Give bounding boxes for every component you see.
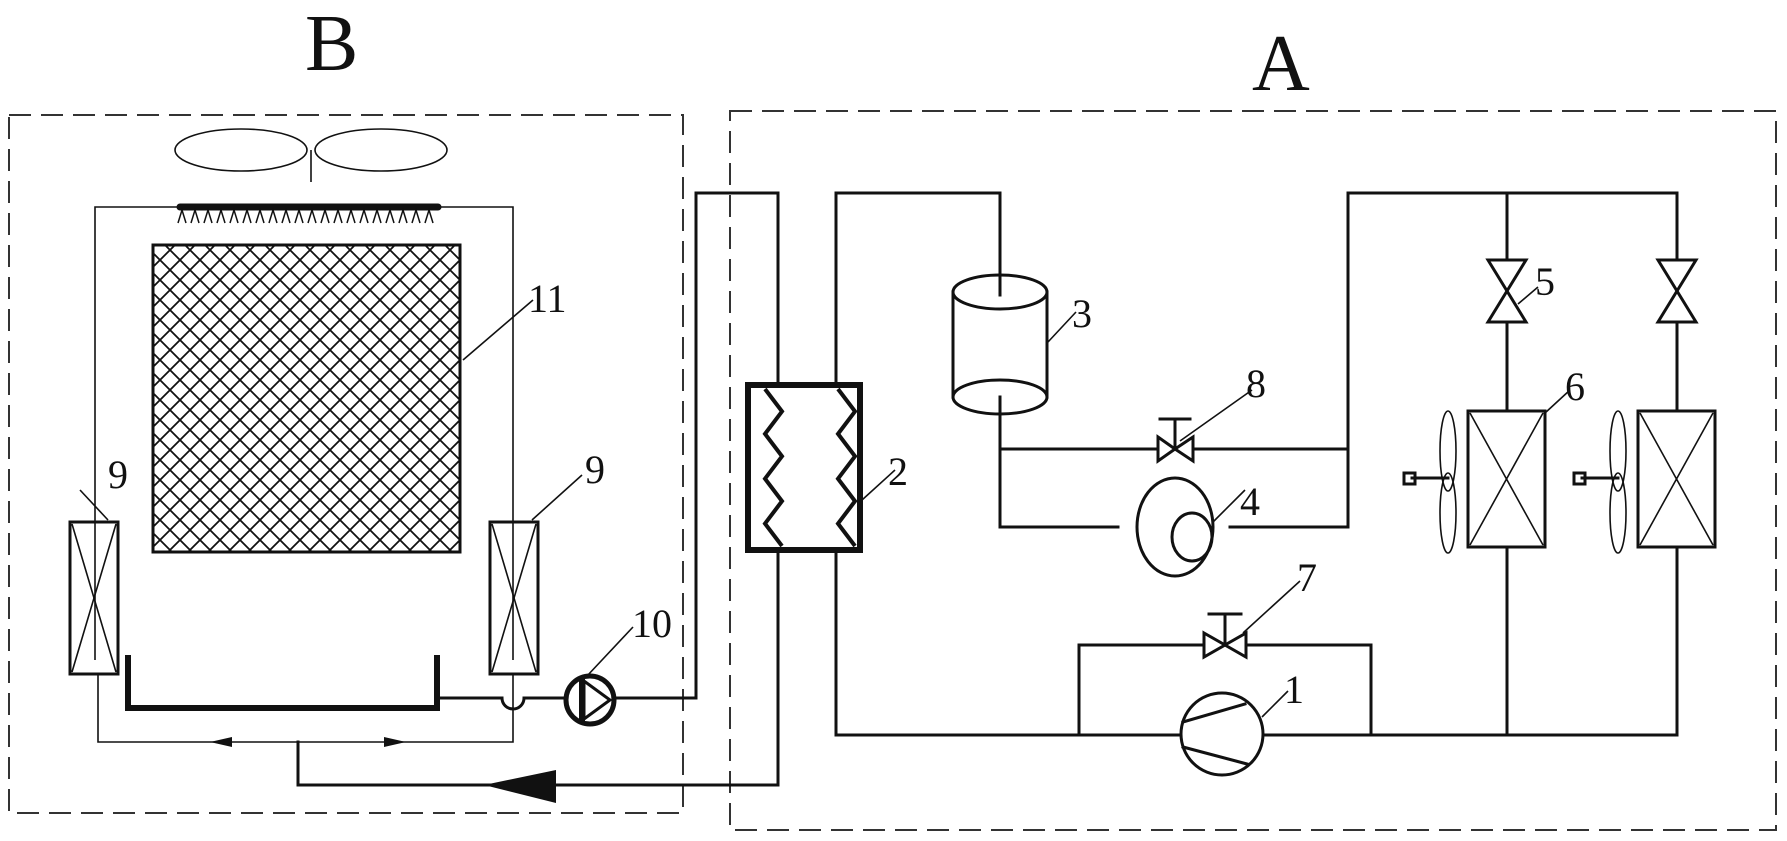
leader-11 [462, 299, 534, 361]
evaporator-branch-1 [1402, 191, 1547, 737]
compressor [1179, 691, 1265, 777]
label-8: 8 [1246, 361, 1266, 406]
spray-nozzle [242, 207, 252, 224]
spray-nozzle [372, 207, 382, 224]
side-coil-left [68, 520, 120, 676]
leader-9-left [79, 489, 109, 521]
liquid-receiver [951, 273, 1049, 416]
label-5: 5 [1535, 259, 1555, 304]
leader-8 [1179, 389, 1253, 442]
spray-nozzles [177, 207, 434, 224]
spray-nozzle [411, 207, 421, 224]
fan-blade-right [314, 128, 448, 172]
pipe-pump-to-manifold [1228, 191, 1679, 529]
label-11: 11 [528, 276, 567, 321]
pipe-hx-to-receiver [834, 191, 1002, 387]
spray-nozzle [333, 207, 343, 224]
label-6: 6 [1565, 364, 1585, 409]
spray-nozzle [190, 207, 200, 224]
spray-nozzle [255, 207, 265, 224]
evaporator-branch-2 [1572, 191, 1717, 737]
bypass-valve-7 [1202, 612, 1248, 660]
water-basin [125, 655, 440, 711]
fill-packing [151, 243, 462, 554]
water-pump [563, 673, 617, 727]
spray-nozzle [320, 207, 330, 224]
section-title-b: B [305, 0, 358, 88]
refrigerant-pump [1135, 476, 1215, 578]
leader-4 [1212, 489, 1246, 523]
side-coil-right [488, 520, 540, 676]
label-3: 3 [1072, 291, 1092, 336]
spray-nozzle [307, 207, 317, 224]
label-10: 10 [632, 601, 672, 646]
label-9-left: 9 [108, 452, 128, 497]
spray-nozzle [177, 207, 187, 224]
tower-fan [174, 128, 448, 182]
flow-arrow-left [210, 737, 232, 747]
label-2: 2 [888, 449, 908, 494]
spray-nozzle [424, 207, 434, 224]
spray-nozzle [359, 207, 369, 224]
spray-nozzle [398, 207, 408, 224]
leader-7 [1242, 580, 1301, 634]
spray-nozzle [268, 207, 278, 224]
spray-nozzle [216, 207, 226, 224]
section-a-boundary [729, 110, 1777, 831]
pipe-pump-to-hx [612, 191, 780, 700]
spray-nozzle [385, 207, 395, 224]
spray-nozzle [229, 207, 239, 224]
leader-9-right [531, 474, 583, 521]
spray-nozzle [203, 207, 213, 224]
basin-outlet-pipe [435, 696, 567, 711]
flow-arrow-right [384, 737, 406, 747]
hx-coil-zigzag [835, 387, 858, 548]
fan-blade-left [174, 128, 308, 172]
pipe-right-riser [438, 206, 514, 660]
section-b-boundary [8, 114, 684, 814]
pipe-bypass-7-in [1077, 643, 1204, 737]
label-4: 4 [1240, 479, 1260, 524]
leader-2 [861, 469, 896, 501]
spray-nozzle [281, 207, 291, 224]
pipe-bypass-7-out [1246, 643, 1373, 737]
label-9-right: 9 [585, 447, 605, 492]
leader-10 [586, 626, 634, 677]
label-1: 1 [1284, 667, 1304, 712]
label-7: 7 [1297, 555, 1317, 600]
plate-heat-exchanger [745, 382, 863, 553]
leader-3 [1047, 311, 1077, 343]
pipe-receiver-to-pump [998, 395, 1120, 529]
section-title-a: A [1252, 20, 1310, 108]
hx-coil-zigzag [762, 387, 785, 548]
spray-nozzle [346, 207, 356, 224]
return-flow-arrow [484, 770, 556, 803]
leader-6 [1544, 389, 1571, 414]
bypass-valve-8 [1156, 417, 1195, 464]
spray-nozzle [294, 207, 304, 224]
leader-1 [1261, 690, 1289, 718]
pipe-left-riser [94, 206, 178, 660]
leader-5 [1517, 286, 1539, 305]
